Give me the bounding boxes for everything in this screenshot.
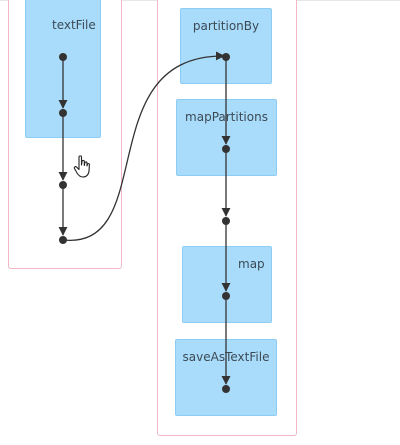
op-partitionby-label: partitionBy xyxy=(192,19,260,33)
hand-pointer-icon xyxy=(73,155,90,178)
node-textfile-4 xyxy=(59,236,67,244)
node-textfile-3 xyxy=(59,181,67,189)
node-textfile-1 xyxy=(59,53,67,61)
node-mid xyxy=(222,217,230,225)
op-textfile-label: textFile xyxy=(52,18,96,32)
node-saveastextfile xyxy=(222,385,230,393)
node-mappartitions xyxy=(222,145,230,153)
node-textfile-2 xyxy=(59,109,67,117)
edge-shuffle xyxy=(62,51,225,241)
op-map-label: map xyxy=(238,257,265,271)
node-partitionby xyxy=(222,53,230,61)
node-map xyxy=(222,292,230,300)
